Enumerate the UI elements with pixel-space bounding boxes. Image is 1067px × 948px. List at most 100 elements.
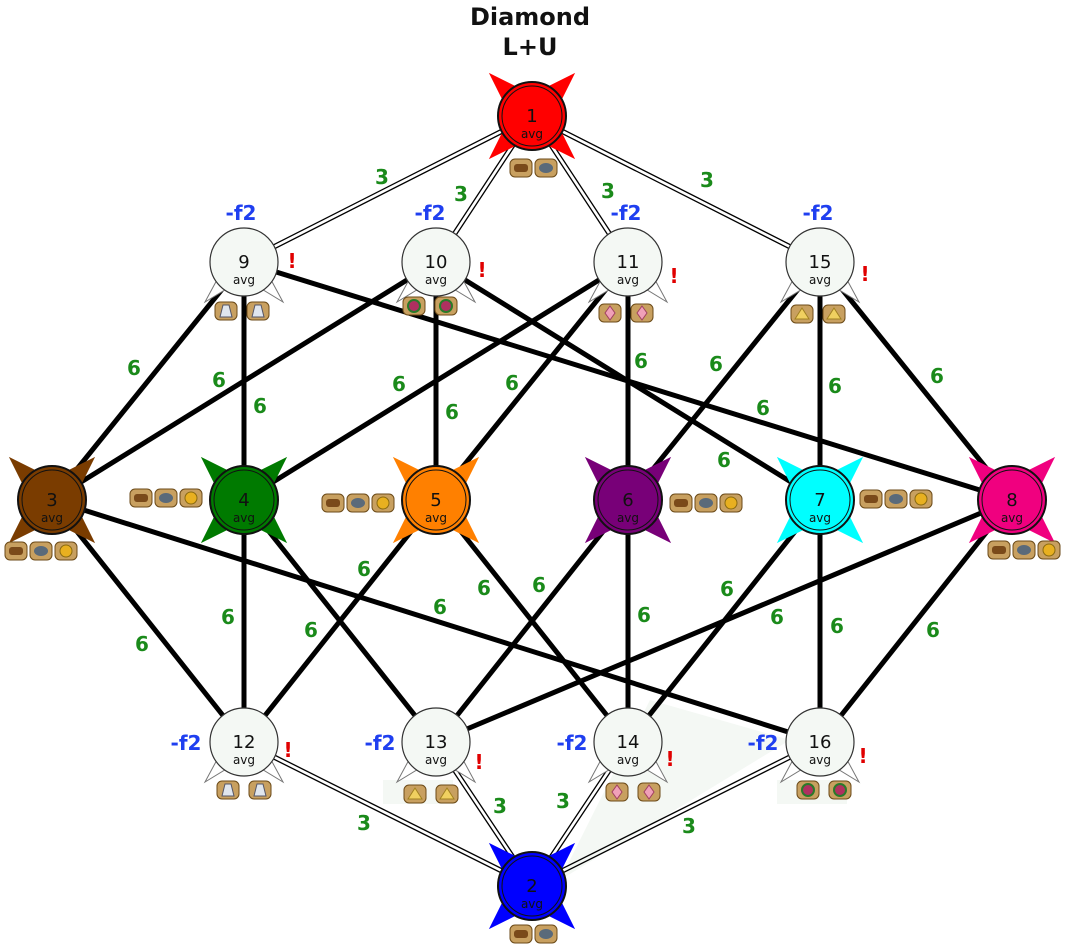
node-number: 8 <box>1006 490 1017 511</box>
resource-strip <box>796 780 852 800</box>
sulfur-icon <box>822 304 846 324</box>
ore-icon <box>154 488 178 508</box>
node-number: 13 <box>425 732 448 753</box>
edge-weight-label: 6 <box>433 595 447 619</box>
gems-icon <box>434 296 458 316</box>
node-number: 12 <box>233 732 256 753</box>
node-number: 3 <box>46 490 57 511</box>
node-ring <box>501 855 563 917</box>
alert-icon: ! <box>669 264 678 288</box>
ore-icon <box>29 541 53 561</box>
sulfur-icon <box>403 784 427 804</box>
node-ring <box>597 469 659 531</box>
resource-strip <box>598 303 654 323</box>
edges <box>50 113 1014 889</box>
node-ring <box>501 85 563 147</box>
node-modifier: -f2 <box>226 201 257 225</box>
resource-strip <box>402 296 458 316</box>
gold-icon <box>179 488 203 508</box>
edge-weight-label: 3 <box>682 814 696 838</box>
gold-icon <box>54 541 78 561</box>
edge-weight-label: 3 <box>454 182 468 206</box>
gems-icon <box>402 296 426 316</box>
edge-weight-label: 6 <box>634 349 648 373</box>
node-circle <box>209 465 279 535</box>
resource-strip <box>4 541 78 561</box>
node-sub-label: avg <box>41 511 63 525</box>
alert-icon: ! <box>665 747 674 771</box>
edge-weight-label: 6 <box>253 394 267 418</box>
edge-weight-label: 6 <box>304 618 318 642</box>
edge-14-7 <box>626 498 822 744</box>
edge-weight-label: 6 <box>709 352 723 376</box>
node-ring <box>981 469 1043 531</box>
edge-2-12 <box>242 739 534 889</box>
node-sub-label: avg <box>233 511 255 525</box>
wood-icon <box>509 158 533 178</box>
edge-weight-label: 6 <box>445 400 459 424</box>
node-circle <box>977 465 1047 535</box>
edge-16-3 <box>51 497 821 745</box>
resource-strip <box>790 304 846 324</box>
node-number: 6 <box>622 490 633 511</box>
mercury-icon <box>248 780 272 800</box>
node-number: 4 <box>238 490 249 511</box>
node-modifier: -f2 <box>748 731 779 755</box>
gold-icon <box>909 489 933 509</box>
edge-11-4 <box>242 259 630 503</box>
edge-1-15 <box>530 113 822 265</box>
node-modifier: -f2 <box>803 201 834 225</box>
diagram-title: Diamond L+U <box>430 2 630 62</box>
resource-strip <box>669 493 743 513</box>
gold-icon <box>371 493 395 513</box>
edge-11-5 <box>434 260 630 502</box>
edge-weight-label: 6 <box>717 448 731 472</box>
alert-icon: ! <box>858 744 867 768</box>
alert-icon: ! <box>477 258 486 282</box>
crystal-icon <box>630 303 654 323</box>
node-number: 9 <box>238 252 249 273</box>
edge-weight-label: 3 <box>700 168 714 192</box>
node-sub-label: avg <box>425 753 447 767</box>
node-modifier: -f2 <box>171 731 202 755</box>
node-sub-label: avg <box>617 753 639 767</box>
edge-14-5 <box>434 498 630 744</box>
node-sub-label: avg <box>809 511 831 525</box>
node-circle <box>401 227 471 297</box>
mercury-icon <box>246 301 270 321</box>
alert-icon: ! <box>287 249 296 273</box>
node-sub-label: avg <box>233 753 255 767</box>
edge-weight-label: 6 <box>828 374 842 398</box>
node-sub-label: avg <box>425 511 447 525</box>
edge-weight-label: 6 <box>770 605 784 629</box>
wood-icon <box>859 489 883 509</box>
node-circle <box>785 707 855 777</box>
node-circle <box>785 465 855 535</box>
wood-icon <box>321 493 345 513</box>
edge-10-3 <box>50 259 438 503</box>
resource-strip <box>859 489 933 509</box>
node-sub-label: avg <box>233 273 255 287</box>
edge-weight-label: 6 <box>532 573 546 597</box>
edge-weight-label: 6 <box>720 577 734 601</box>
edge-weight-label: 6 <box>477 576 491 600</box>
edge-12-3 <box>50 498 246 744</box>
gold-icon <box>719 493 743 513</box>
shaded-zone <box>560 700 790 880</box>
edge-15-8 <box>818 260 1014 502</box>
sulfur-icon <box>790 304 814 324</box>
ore-icon <box>346 493 370 513</box>
edge-weight-label: 6 <box>637 603 651 627</box>
nodes: 1avg2avg3avg4avg5avg6avg7avg8avg9avg-f2!… <box>4 72 1061 944</box>
node-circle <box>593 707 663 777</box>
edge-16-8 <box>818 498 1014 744</box>
node-modifier: -f2 <box>557 731 588 755</box>
node-modifier: -f2 <box>365 731 396 755</box>
